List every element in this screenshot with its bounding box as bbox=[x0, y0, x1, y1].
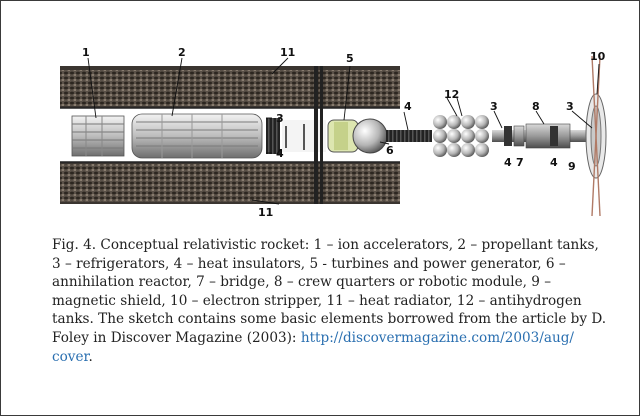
label-12: 12 bbox=[444, 88, 459, 101]
heat-radiator-top bbox=[60, 70, 400, 106]
label-11-top: 11 bbox=[280, 46, 295, 59]
caption-text: Foley in Discover Magazine (2003): bbox=[52, 329, 301, 346]
label-3-left: 3 bbox=[276, 112, 284, 125]
label-5: 5 bbox=[346, 52, 354, 65]
caption-line-end: cover. bbox=[52, 348, 618, 367]
bulkhead bbox=[314, 66, 318, 204]
label-4-right: 4 bbox=[550, 156, 558, 169]
antihydrogen-tanks bbox=[433, 115, 489, 157]
caption-period: . bbox=[88, 348, 93, 365]
label-7: 7 bbox=[516, 156, 524, 169]
annihilation-reactor bbox=[352, 118, 388, 154]
label-11-bottom: 11 bbox=[258, 206, 273, 219]
propellant-tanks bbox=[131, 113, 263, 159]
rocket-sketch: 1 2 11 5 3 4 4 6 12 3 8 3 4 7 4 9 10 11 bbox=[60, 46, 607, 219]
turbines-generator bbox=[327, 119, 359, 153]
label-6: 6 bbox=[386, 144, 394, 157]
caption-line: 3 – refrigerators, 4 – heat insulators, … bbox=[52, 255, 566, 272]
heat-insulator-shaft bbox=[386, 130, 432, 142]
ion-accelerators bbox=[71, 115, 125, 157]
caption-line: Fig. 4. Conceptual relativistic rocket: … bbox=[52, 237, 599, 253]
caption-link-continued[interactable]: cover bbox=[52, 348, 89, 365]
label-4-left: 4 bbox=[276, 147, 284, 160]
leader-lines bbox=[87, 57, 600, 205]
label-9: 9 bbox=[568, 160, 576, 173]
bridge bbox=[513, 125, 525, 147]
rocket-figure: 1 2 11 5 3 4 4 6 12 3 8 3 4 7 4 9 10 11 bbox=[52, 36, 612, 232]
heat-insulator-fwd bbox=[504, 126, 512, 146]
caption-link[interactable]: http://discovermagazine.com/2003/aug/ bbox=[300, 329, 575, 346]
crew-quarters bbox=[525, 123, 571, 149]
figure-caption: Fig. 4. Conceptual relativistic rocket: … bbox=[52, 236, 618, 366]
caption-line: annihilation reactor, 7 – bridge, 8 – cr… bbox=[52, 274, 552, 291]
caption-line: tanks. The sketch contains some basic el… bbox=[52, 311, 607, 328]
label-3-right: 3 bbox=[566, 100, 574, 113]
refrigerator bbox=[266, 118, 280, 154]
label-3-mid: 3 bbox=[490, 100, 498, 113]
label-8: 8 bbox=[532, 100, 540, 113]
label-2: 2 bbox=[178, 46, 186, 59]
label-4-shaft: 4 bbox=[404, 100, 412, 113]
label-10: 10 bbox=[590, 50, 606, 63]
electron-stripper bbox=[585, 55, 607, 217]
caption-line: magnetic shield, 10 – electron stripper,… bbox=[52, 292, 582, 309]
label-1: 1 bbox=[82, 46, 90, 59]
caption-line-with-link: Foley in Discover Magazine (2003): http:… bbox=[52, 329, 618, 348]
heat-radiator-bottom bbox=[60, 164, 400, 202]
label-4-mid: 4 bbox=[504, 156, 512, 169]
